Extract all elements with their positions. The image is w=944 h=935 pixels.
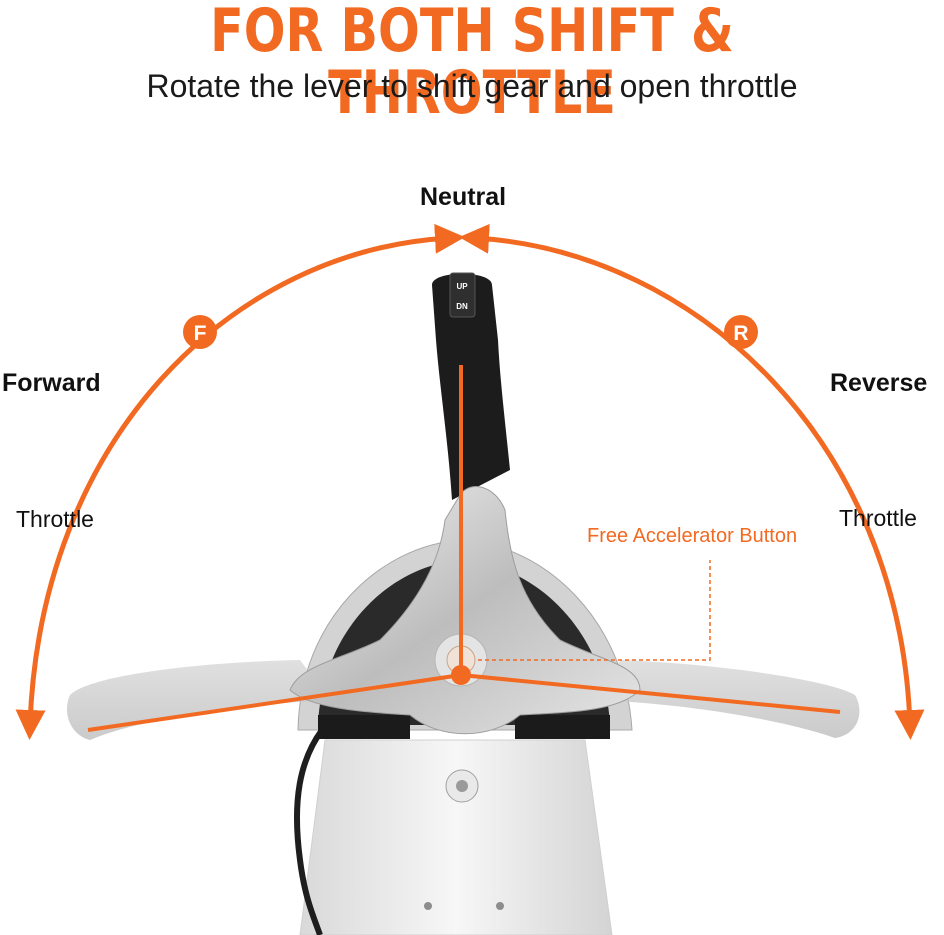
handle-up-text: UP [456, 282, 468, 291]
base-plate [299, 739, 613, 935]
throttle-left-label: Throttle [16, 506, 94, 532]
forward-label: Forward [2, 369, 101, 397]
subheadline: Rotate the lever to shift gear and open … [146, 68, 798, 104]
accelerator-callout-line [478, 560, 711, 661]
base-screw-right [496, 902, 504, 910]
housing-foot-right [515, 715, 610, 739]
forward-arc-arrow [15, 223, 465, 740]
forward-marker [183, 315, 217, 349]
reverse-arc-arrow [459, 223, 925, 740]
reverse-guide-line [460, 673, 841, 714]
headline: FOR BOTH SHIFT & THROTTLE [210, 0, 734, 128]
control-cable [293, 728, 325, 935]
base-screw-left [424, 902, 432, 910]
throttle-right-label: Throttle [839, 505, 917, 531]
pivot-point [451, 665, 471, 685]
reverse-marker [724, 315, 758, 349]
reverse-label: Reverse [830, 369, 928, 397]
reverse-marker-letter: R [733, 322, 748, 345]
neutral-label: Neutral [420, 183, 507, 211]
housing-foot-left [318, 715, 410, 739]
handle-dn-text: DN [456, 302, 468, 311]
ghost-lever-right [600, 660, 860, 738]
free-accelerator-label: Free Accelerator Button [587, 525, 798, 547]
forward-guide-line [87, 673, 462, 732]
forward-marker-letter: F [194, 322, 207, 345]
